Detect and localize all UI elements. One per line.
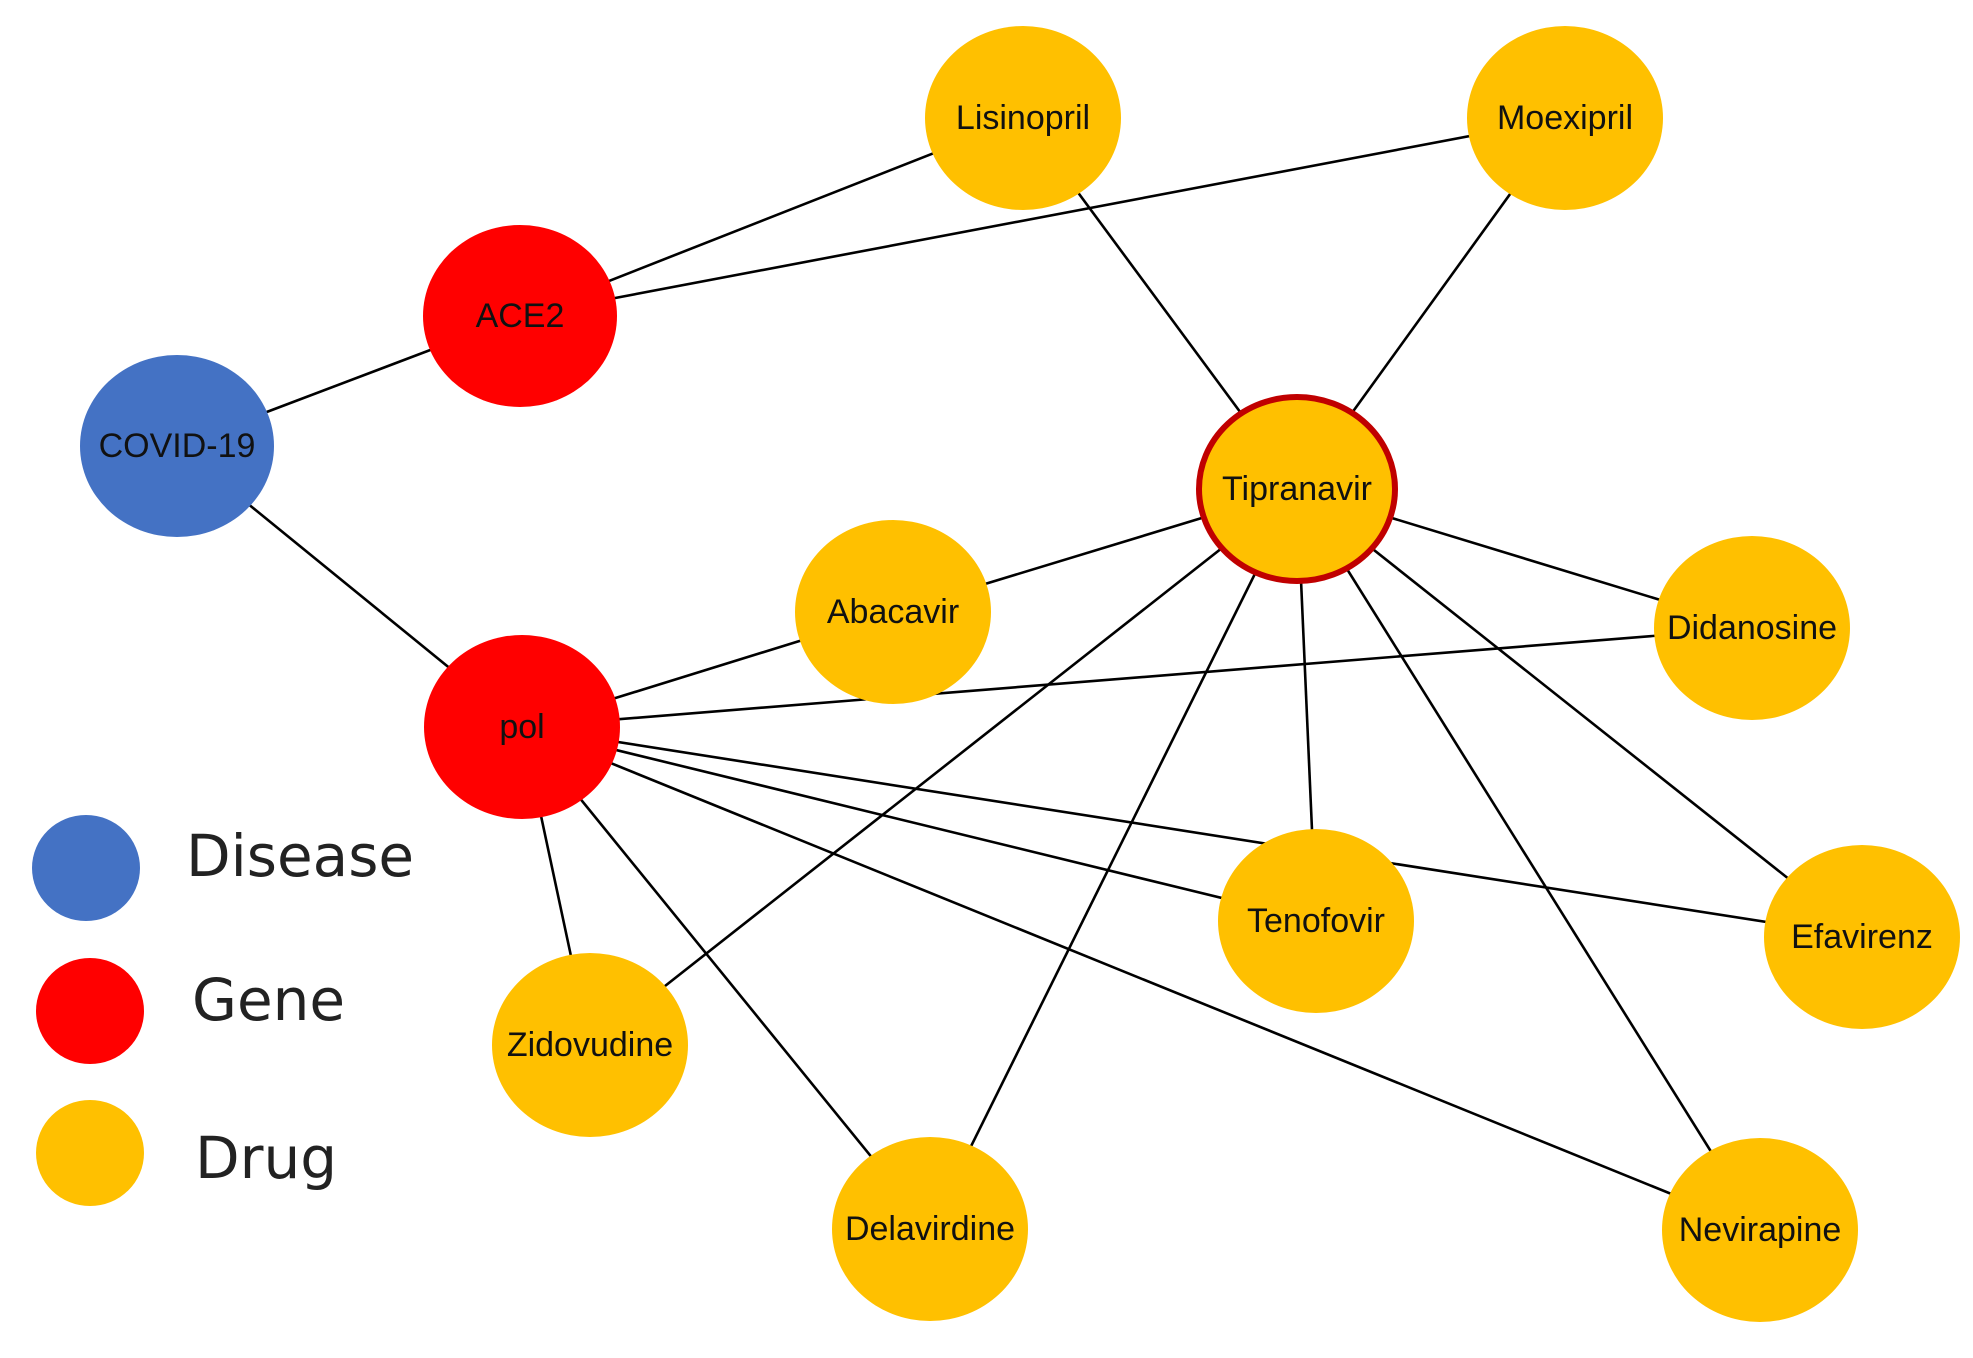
node-lisinopril: Lisinopril: [925, 26, 1121, 210]
node-label-pol: pol: [499, 708, 544, 746]
edge-pol-nevirapine: [521, 725, 1761, 1232]
node-label-tipranavir: Tipranavir: [1222, 470, 1372, 508]
drug-node-circle: [1662, 1138, 1858, 1322]
node-label-lisinopril: Lisinopril: [956, 99, 1090, 137]
drug-node-circle: [795, 520, 991, 704]
node-didanosine: Didanosine: [1654, 536, 1850, 720]
node-label-abacavir: Abacavir: [827, 593, 959, 631]
legend-label-disease: Disease: [186, 822, 414, 890]
node-label-delavirdine: Delavirdine: [845, 1210, 1015, 1248]
node-covid19: COVID-19: [80, 355, 274, 537]
node-label-ace2: ACE2: [476, 297, 565, 335]
node-pol: pol: [424, 635, 620, 819]
node-tenofovir: Tenofovir: [1218, 829, 1414, 1013]
legend-swatch-disease: [32, 815, 140, 921]
node-label-covid19: COVID-19: [99, 427, 256, 465]
nodes-layer: COVID-19 ACE2 pol Lisinopril MoexiprilTipran…: [80, 26, 1960, 1322]
node-abacavir: Abacavir: [795, 520, 991, 704]
gene-node-circle: [424, 635, 620, 819]
node-label-didanosine: Didanosine: [1667, 609, 1837, 647]
edge-tipranavir-zidovudine: [589, 487, 1298, 1047]
node-label-tenofovir: Tenofovir: [1247, 902, 1385, 940]
drug-node-circle: [492, 953, 688, 1137]
drug-node-circle: [1218, 829, 1414, 1013]
node-tipranavir: Tipranavir: [1196, 394, 1398, 584]
edge-tipranavir-delavirdine: [928, 488, 1299, 1230]
gene-node-circle: [423, 225, 617, 407]
edge-pol-didanosine: [521, 626, 1753, 729]
legend-swatch-drug: [36, 1100, 144, 1206]
edge-tipranavir-efavirenz: [1296, 487, 1863, 939]
legend-item-gene: Gene: [36, 958, 345, 1064]
legend-item-disease: Disease: [32, 815, 414, 921]
node-nevirapine: Nevirapine: [1662, 1138, 1858, 1322]
edge-pol-delavirdine: [520, 726, 932, 1230]
edge-pol-tenofovir: [521, 725, 1317, 923]
drug-node-circle: [832, 1137, 1028, 1321]
node-zidovudine: Zidovudine: [492, 953, 688, 1137]
legend-label-gene: Gene: [192, 966, 345, 1034]
legend-item-drug: Drug: [36, 1100, 337, 1206]
legend-swatch-gene: [36, 958, 144, 1064]
edge-tipranavir-nevirapine: [1295, 488, 1762, 1231]
drug-node-circle: [1467, 26, 1663, 210]
node-efavirenz: Efavirenz: [1764, 845, 1960, 1029]
disease-node-circle: [80, 355, 274, 537]
drug-node-circle: [1654, 536, 1850, 720]
node-label-zidovudine: Zidovudine: [507, 1026, 673, 1064]
node-moexipril: Moexipril: [1467, 26, 1663, 210]
node-label-nevirapine: Nevirapine: [1679, 1211, 1842, 1249]
node-delavirdine: Delavirdine: [832, 1137, 1028, 1321]
edge-pol-efavirenz: [521, 725, 1863, 939]
node-label-efavirenz: Efavirenz: [1791, 918, 1933, 956]
node-label-moexipril: Moexipril: [1497, 99, 1633, 137]
edge-ace2-moexipril: [519, 116, 1566, 318]
legend-label-drug: Drug: [195, 1124, 337, 1192]
drug-node-circle: [925, 26, 1121, 210]
drug-node-circle: [1764, 845, 1960, 1029]
drug-node-circle: [1196, 394, 1398, 584]
node-ace2: ACE2: [423, 225, 617, 407]
